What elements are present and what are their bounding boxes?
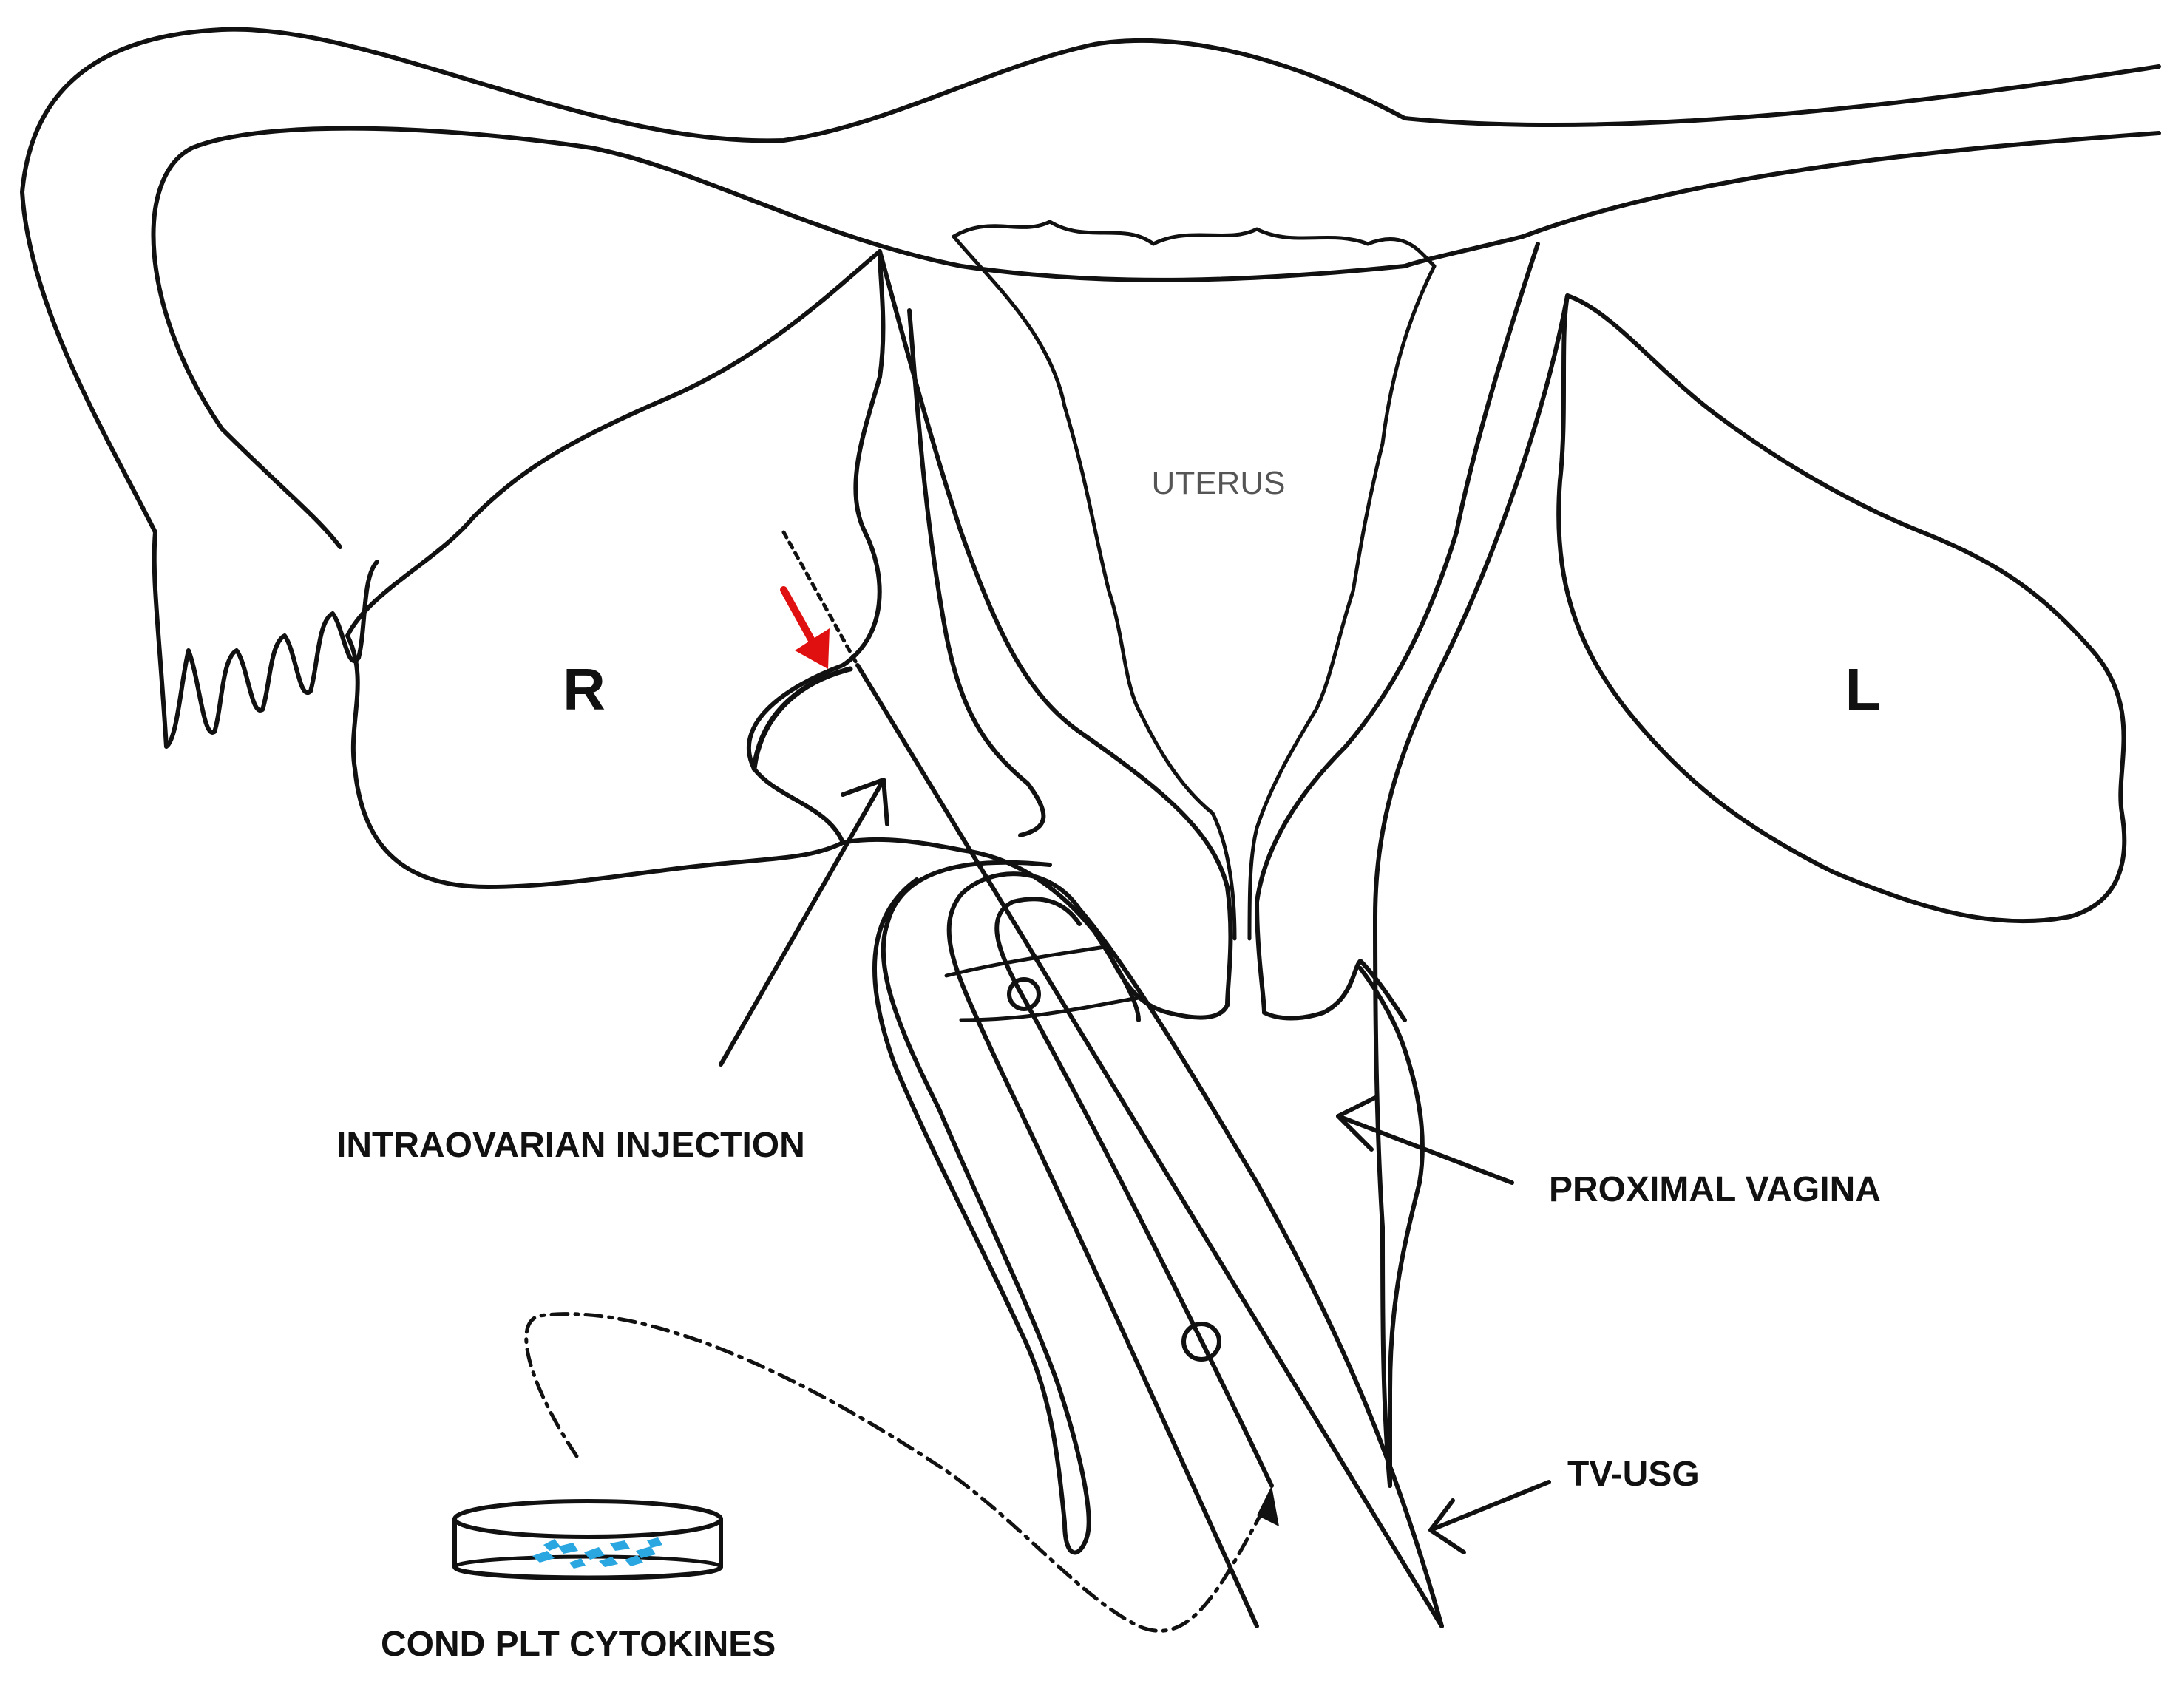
- needle-guide-circle-upper: [1007, 977, 1041, 1011]
- right-ovary-label: R: [563, 656, 606, 722]
- intraovarian-injection-arrowhead-icon: [841, 778, 889, 826]
- tv-usg-pointer: [1428, 1480, 1551, 1532]
- proximal-vagina-arrowhead-icon: [1336, 1095, 1377, 1152]
- proximal-vagina-pointer: [1336, 1114, 1514, 1185]
- uterus-outer-outline: [20, 27, 2161, 534]
- tv-probe-band-2: [959, 996, 1141, 1022]
- tv-probe-inner: [994, 897, 1274, 1488]
- ovary-puncture-site: [751, 666, 853, 772]
- uterus-label: UTERUS: [1152, 465, 1286, 501]
- left-ovary-label: L: [1845, 656, 1882, 722]
- tv-probe-outer: [946, 871, 1444, 1628]
- intraovarian-injection-label: INTRAOVARIAN INJECTION: [336, 1126, 805, 1165]
- cond-plt-cytokines-label: COND PLT CYTOKINES: [381, 1625, 776, 1664]
- needle-tip-red-arrowhead-icon: [795, 628, 830, 669]
- left-ovary: [1556, 293, 2127, 924]
- vagina-right-wall-inner: [1358, 966, 1425, 1488]
- fimbriae: [152, 530, 379, 749]
- cytokine-particles-icon: [532, 1537, 662, 1569]
- tv-usg-arrowhead-icon: [1428, 1498, 1466, 1554]
- proximal-vagina-label: PROXIMAL VAGINA: [1549, 1170, 1881, 1209]
- intraovarian-injection-pointer: [719, 778, 886, 1067]
- needle-dotted-path: [781, 530, 860, 667]
- cervix-left: [878, 249, 1233, 1020]
- right-ovary: [345, 249, 886, 889]
- petri-dish: [452, 1499, 723, 1580]
- needle-guide-circle-lower: [1181, 1322, 1221, 1362]
- tv-probe-band-1: [944, 944, 1111, 978]
- uterine-cavity-left-wall: [952, 234, 1237, 941]
- uterine-cavity-right-wall: [1247, 264, 1437, 941]
- vagina-left-wall: [907, 308, 1046, 837]
- tv-usg-label: TV-USG: [1567, 1455, 1700, 1494]
- cytokine-transfer-arrowhead-icon: [1257, 1486, 1279, 1526]
- probe-sheath: [872, 860, 1091, 1555]
- needle-tip-red-arrow-icon: [780, 586, 817, 647]
- uterine-cavity-lining: [952, 220, 1437, 268]
- injection-needle: [855, 663, 1444, 1628]
- fallopian-tube-inner: [151, 126, 2161, 549]
- vagina-right-wall-outer: [1373, 293, 1570, 1488]
- cervix-right: [1255, 242, 1540, 1022]
- cytokine-transfer-path: [524, 1312, 1266, 1633]
